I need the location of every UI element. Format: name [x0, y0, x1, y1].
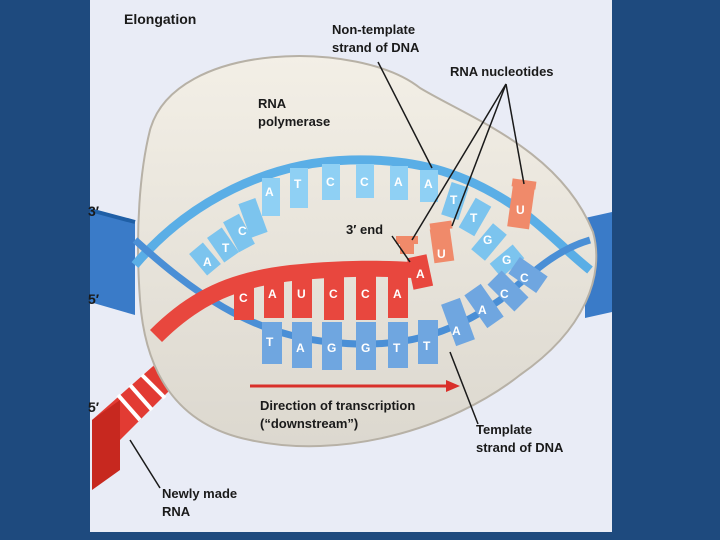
rna-base-4: C	[329, 287, 338, 301]
rna-polymerase-label-line2: polymerase	[258, 114, 330, 129]
rna-base-7: A	[416, 267, 425, 281]
t-base-8: A	[478, 303, 487, 317]
rna-base-6: A	[393, 287, 402, 301]
nt-base-11: T	[470, 211, 478, 225]
t-base-10: C	[520, 271, 529, 285]
rna-strand: C A U C C A A	[150, 254, 434, 342]
rna-polymerase-bubble	[137, 55, 598, 448]
middle-five-prime-label: 5′	[88, 291, 100, 307]
nt-base-12: G	[483, 233, 492, 247]
nt-base-1: A	[203, 255, 212, 269]
template-label-line2: strand of DNA	[476, 440, 564, 455]
nt-base-5: T	[294, 177, 302, 191]
template-label-line1: Template	[476, 422, 532, 437]
rna-nucleotides-label: RNA nucleotides	[450, 64, 554, 79]
rna-base-1: C	[239, 291, 248, 305]
rna-base-2: A	[268, 287, 277, 301]
rna-nt-base-1: U	[437, 247, 446, 261]
t-base-7: A	[452, 324, 461, 338]
nt-base-8: A	[394, 175, 403, 189]
nt-base-9: A	[424, 177, 433, 191]
t-base-5: T	[393, 341, 401, 355]
leader-lines	[129, 61, 525, 489]
rna-nucleotides: U U	[396, 178, 537, 264]
nt-base-10: T	[450, 193, 458, 207]
t-base-6: T	[423, 339, 431, 353]
direction-label-line1: Direction of transcription	[260, 398, 415, 413]
non-template-label-line1: Non-template	[332, 22, 415, 37]
nt-base-6: C	[326, 175, 335, 189]
bottom-five-prime-label: 5′	[88, 399, 100, 415]
direction-label-line2: (“downstream”)	[260, 416, 358, 431]
non-template-backbone	[131, 155, 593, 274]
three-prime-end-label: 3′ end	[346, 222, 383, 237]
non-template-bases: A T C A T C C A A T T G G C	[189, 164, 529, 279]
nt-base-3: C	[238, 224, 247, 238]
rna-polymerase-label-line1: RNA	[258, 96, 287, 111]
rna-base-3: U	[297, 287, 306, 301]
t-base-1: T	[266, 335, 274, 349]
t-base-9: C	[500, 287, 509, 301]
rna-nt-base-2: U	[516, 203, 525, 217]
rna-base-5: C	[361, 287, 370, 301]
t-base-3: G	[327, 341, 336, 355]
template-bases: T A G G T T A A C C	[262, 257, 548, 370]
nt-base-7: C	[360, 175, 369, 189]
nt-base-4: A	[265, 185, 274, 199]
diagram-title: Elongation	[124, 11, 196, 27]
top-three-prime-label: 3′	[88, 203, 100, 219]
direction-arrow	[250, 380, 460, 392]
t-base-2: A	[296, 341, 305, 355]
dna-left-strand	[90, 210, 135, 315]
nt-base-13: G	[502, 253, 511, 267]
newly-made-rna-label-line2: RNA	[162, 504, 191, 519]
nt-base-2: T	[222, 241, 230, 255]
dna-left-edge	[89, 208, 136, 224]
newly-made-rna-label-line1: Newly made	[162, 486, 237, 501]
non-template-label-line2: strand of DNA	[332, 40, 420, 55]
t-base-4: G	[361, 341, 370, 355]
